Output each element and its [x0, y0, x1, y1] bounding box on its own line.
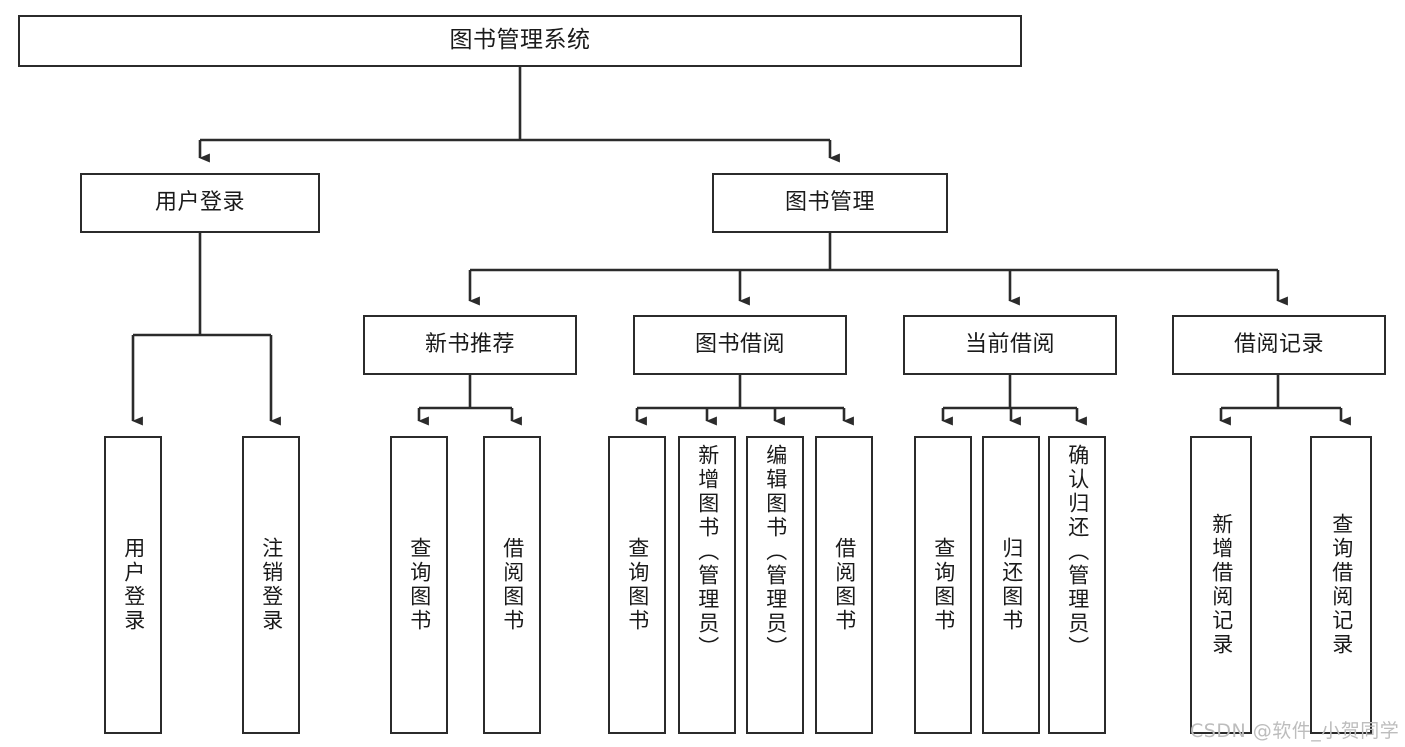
leaf-query-borrow-record[interactable]: 查询借阅记录 [1310, 436, 1372, 734]
leaf-add-book-admin[interactable]: 新增图书（管理员） [678, 436, 736, 734]
leaf-borrow-book-recommend-label: 借阅图书 [500, 537, 525, 633]
leaf-borrow-book-recommend[interactable]: 借阅图书 [483, 436, 541, 734]
leaf-confirm-return-admin-label: 确认归还（管理员） [1065, 444, 1090, 660]
leaf-user-login-label: 用户登录 [121, 537, 146, 633]
leaf-return-book-label: 归还图书 [999, 537, 1024, 633]
csdn-watermark: CSDN @软件_小贺同学 [1190, 720, 1400, 742]
leaf-return-book[interactable]: 归还图书 [982, 436, 1040, 734]
node-book-borrow-label: 图书借阅 [694, 332, 785, 358]
node-root[interactable]: 图书管理系统 [18, 15, 1022, 67]
node-user-login-label: 用户登录 [154, 190, 245, 216]
leaf-query-book-borrow-label: 查询图书 [625, 537, 650, 633]
leaf-query-book-current-label: 查询图书 [931, 537, 956, 633]
leaf-add-borrow-record[interactable]: 新增借阅记录 [1190, 436, 1252, 734]
node-borrow-record-label: 借阅记录 [1233, 332, 1324, 358]
leaf-borrow-book[interactable]: 借阅图书 [815, 436, 873, 734]
leaf-user-login[interactable]: 用户登录 [104, 436, 162, 734]
leaf-query-book-borrow[interactable]: 查询图书 [608, 436, 666, 734]
node-current-borrow-label: 当前借阅 [964, 332, 1055, 358]
node-borrow-record[interactable]: 借阅记录 [1172, 315, 1386, 375]
leaf-borrow-book-label: 借阅图书 [832, 537, 857, 633]
leaf-query-book-current[interactable]: 查询图书 [914, 436, 972, 734]
leaf-edit-book-admin-label: 编辑图书（管理员） [763, 444, 788, 660]
node-user-login[interactable]: 用户登录 [80, 173, 320, 233]
leaf-add-borrow-record-label: 新增借阅记录 [1209, 513, 1234, 657]
leaf-query-book-recommend[interactable]: 查询图书 [390, 436, 448, 734]
node-book-management-label: 图书管理 [784, 190, 875, 216]
leaf-logout-login[interactable]: 注销登录 [242, 436, 300, 734]
node-root-label: 图书管理系统 [449, 27, 591, 54]
leaf-logout-login-label: 注销登录 [259, 537, 284, 633]
node-book-management[interactable]: 图书管理 [712, 173, 948, 233]
leaf-query-borrow-record-label: 查询借阅记录 [1329, 513, 1354, 657]
node-new-book-recommend-label: 新书推荐 [424, 332, 515, 358]
leaf-confirm-return-admin[interactable]: 确认归还（管理员） [1048, 436, 1106, 734]
node-book-borrow[interactable]: 图书借阅 [633, 315, 847, 375]
leaf-add-book-admin-label: 新增图书（管理员） [695, 444, 720, 660]
node-new-book-recommend[interactable]: 新书推荐 [363, 315, 577, 375]
node-current-borrow[interactable]: 当前借阅 [903, 315, 1117, 375]
leaf-query-book-recommend-label: 查询图书 [407, 537, 432, 633]
leaf-edit-book-admin[interactable]: 编辑图书（管理员） [746, 436, 804, 734]
